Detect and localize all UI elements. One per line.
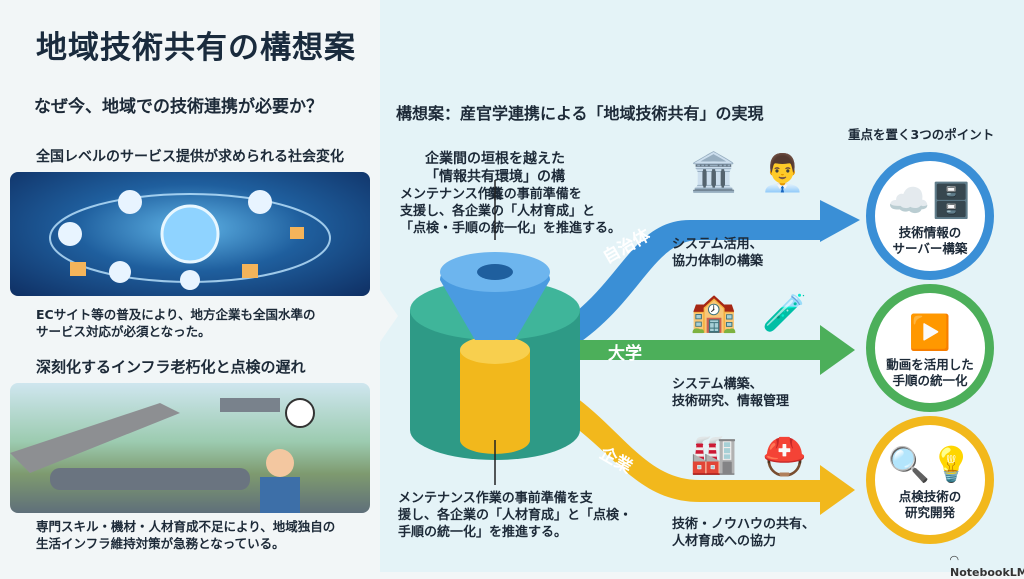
arrow-label-daigaku: 大学 [608,344,642,364]
points-heading: 重点を置く3つのポイント [848,127,995,142]
arrow-jichitai [550,200,860,355]
funnel-diagram [410,180,860,515]
section2-title: 深刻化するインフラ老朽化と点検の遅れ [36,358,306,376]
concept-heading: 構想案：産官学連携による「地域技術共有」の実現 [396,104,764,123]
notebooklm-logo: ◠ NotebookLM [950,553,1024,579]
jichitai-desc: システム活用、協力体制の構築 [672,237,764,269]
point-research: 🔍💡点検技術の研究開発 [866,416,994,544]
kigyou-desc: 技術・ノウハウの共有、人材育成への協力 [672,517,816,549]
ec-network-illustration [10,172,370,296]
block-title: 企業間の垣根を越えた「情報共有環境」の構築 [425,151,565,203]
block-body: メンテナンス作業の事前準備を支援し、各企業の「人材育成」と「点検・手順の統一化」… [400,187,622,236]
point-server: ☁️🗄️技術情報のサーバー構築 [866,152,994,280]
section1-caption: ECサイト等の普及により、地方企業も全国水準のサービス対応が必須となった。 [36,307,316,339]
official-person-icon: 👨‍💼 [760,153,805,194]
infrastructure-illustration [10,383,370,513]
city-hall-icon: 🏛️ [690,150,738,194]
factory-icon: 🏭 [690,432,738,476]
magnifier-blueprint-icon: 🔍💡 [887,445,973,485]
university-icon: 🏫 [690,290,738,334]
hardhat-icon: ⛑️ [762,437,807,478]
arrow-kigyou [540,380,855,515]
flask-icon: 🧪 [762,293,807,334]
bottom-body: メンテナンス作業の事前準備を支援し、各企業の「人材育成」と「点検・手順の統一化」… [398,491,633,540]
tablet-video-icon: ▶️ [908,313,952,353]
daigaku-desc: システム構築、技術研究、情報管理 [672,377,790,409]
arrow-daigaku [550,325,855,375]
notebooklm-icon: ◠ [950,553,959,566]
section1-title: 全国レベルのサービス提供が求められる社会変化 [36,149,344,165]
page-title: 地域技術共有の構想案 [36,30,356,66]
left-heading: なぜ今、地域での技術連携が必要か？ [34,97,323,117]
point-video: ▶️動画を活用した手順の統一化 [866,284,994,412]
cloud-server-icon: ☁️🗄️ [887,181,973,221]
section2-caption: 専門スキル・機材・人材育成不足により、地域独自の生活インフラ維持対策が急務となっ… [36,519,336,551]
